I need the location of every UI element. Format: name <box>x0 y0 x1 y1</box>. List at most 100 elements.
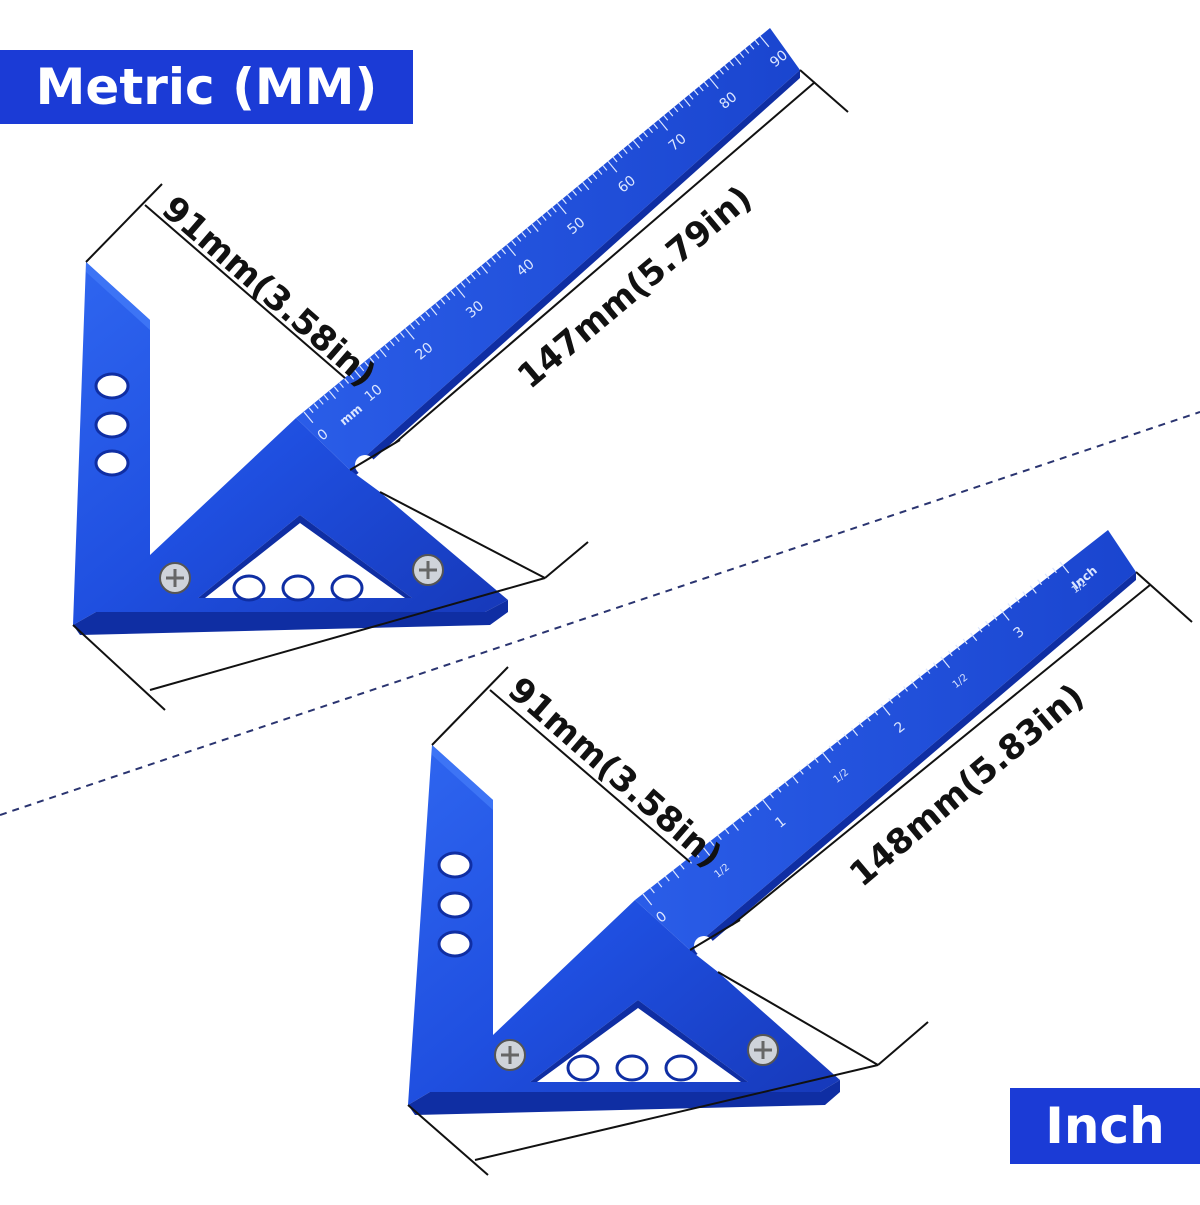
inch-side-holes <box>437 851 473 958</box>
ruler-tick <box>1029 585 1037 594</box>
ruler-tick <box>865 715 871 722</box>
ruler-tick <box>784 780 789 787</box>
ruler-tick <box>556 202 567 215</box>
ruler-tick <box>642 893 653 906</box>
ruler-tick <box>977 626 983 633</box>
ruler-tick <box>572 190 578 196</box>
ruler-tick <box>739 52 745 58</box>
ruler-tick <box>663 114 669 121</box>
ruler-tick <box>349 374 355 380</box>
ruler-tick <box>873 709 879 716</box>
ruler-tick <box>754 39 760 46</box>
metric-notch <box>355 455 375 475</box>
ruler-tick <box>445 294 451 301</box>
metric-bottom-holes <box>232 574 364 602</box>
ruler-tick <box>668 110 674 117</box>
ruler-tick <box>888 697 894 704</box>
ruler-tick <box>546 211 552 217</box>
ruler-tick <box>597 169 603 175</box>
ruler-tick <box>526 227 532 234</box>
ruler-tick <box>836 739 842 746</box>
ruler-tick <box>1007 603 1013 609</box>
ruler-tick <box>354 369 365 382</box>
inch-dimension-lines <box>407 571 1193 1176</box>
ruler-tick <box>389 340 395 347</box>
ruler-tick <box>918 674 923 680</box>
ruler-tick <box>344 378 350 384</box>
ruler-tick <box>673 106 679 113</box>
ruler-tick <box>708 77 719 89</box>
ruler-tick <box>970 632 978 642</box>
ruler-tick <box>384 344 390 351</box>
ruler-tick <box>567 194 572 200</box>
ruler-tick <box>658 119 669 131</box>
ruler-tick <box>435 302 441 309</box>
ruler-tick <box>592 173 598 180</box>
inch-bottom-holes <box>566 1054 698 1082</box>
ruler-tick <box>369 357 375 363</box>
ruler-tick <box>932 662 938 669</box>
inch-body <box>408 745 840 1105</box>
ruler-tick <box>648 127 654 134</box>
ruler-tick <box>776 786 782 793</box>
ruler-tick <box>985 620 990 627</box>
ruler-tick <box>577 186 583 192</box>
ruler-tick <box>561 198 567 205</box>
inch-banner: Inch <box>1010 1088 1200 1164</box>
ruler-tick <box>399 332 405 338</box>
metric-body <box>73 262 508 625</box>
ruler-tick <box>672 869 680 879</box>
metric-banner: Metric (MM) <box>0 50 413 124</box>
ruler-tick <box>602 165 608 171</box>
ruler-tick <box>415 319 420 326</box>
ruler-tick <box>769 792 774 799</box>
inch-short-dimension: 91mm(3.58in) <box>500 670 729 877</box>
ruler-tick <box>379 348 387 358</box>
ruler-tick <box>531 223 539 232</box>
ruler-tick <box>521 231 527 238</box>
ruler-tick <box>925 668 931 675</box>
ruler-tick <box>821 751 831 764</box>
ruler-tick <box>333 386 339 393</box>
ruler-tick <box>404 328 415 340</box>
ruler-tick <box>541 215 547 221</box>
ruler-tick <box>511 240 517 246</box>
ruler-tick <box>470 273 476 280</box>
ruler-tick <box>339 382 344 388</box>
ruler-tick <box>702 846 712 858</box>
ruler-tick <box>744 48 750 54</box>
divider-line <box>0 411 1200 816</box>
ruler-tick <box>313 403 319 409</box>
ruler-tick <box>475 269 481 276</box>
ruler-tick <box>460 282 466 288</box>
ruler-tick <box>643 131 648 138</box>
ruler-tick <box>709 840 715 846</box>
ruler-tick <box>425 311 431 317</box>
ruler-tick <box>719 69 724 75</box>
ruler-tick <box>734 56 742 65</box>
ruler-tick <box>607 160 618 173</box>
ruler-tick <box>323 394 329 401</box>
ruler-tick <box>858 721 864 728</box>
ruler-tick <box>303 411 314 424</box>
ruler-tick <box>627 144 633 150</box>
ruler-tick <box>480 265 489 274</box>
ruler-tick <box>308 407 314 414</box>
ruler-tick <box>551 206 557 213</box>
ruler-tick <box>649 887 655 894</box>
ruler-tick <box>420 315 426 322</box>
ruler-tick <box>678 102 684 109</box>
ruler-tick <box>637 135 643 142</box>
ruler-tick <box>754 804 760 811</box>
ruler-tick <box>612 156 618 163</box>
ruler-tick <box>716 834 722 841</box>
ruler-tick <box>694 852 700 858</box>
ruler-tick <box>359 365 365 372</box>
metric-screw-left-icon <box>159 562 191 594</box>
ruler-tick <box>622 148 628 155</box>
ruler-tick <box>749 43 755 50</box>
ruler-tick <box>455 286 466 298</box>
ruler-tick <box>1052 567 1057 574</box>
